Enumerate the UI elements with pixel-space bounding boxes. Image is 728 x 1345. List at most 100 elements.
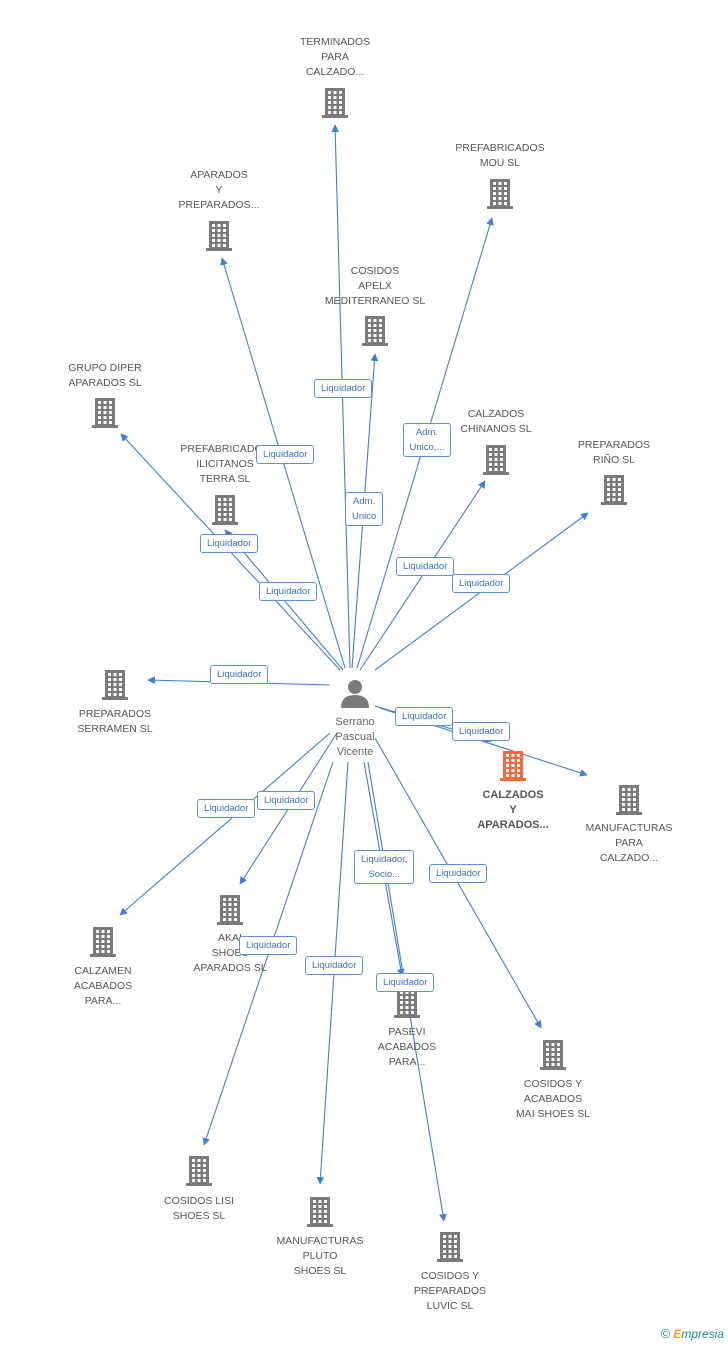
relation-label-manufacturas-pluto[interactable]: Liquidador [305,955,364,975]
building-icon-preparados-serramen[interactable] [102,670,128,700]
company-label-line: PREPARADOS... [178,199,260,211]
relation-label-manufacturas-calzado[interactable]: Liquidador [452,721,511,741]
building-icon-aparados-preparados[interactable] [206,221,232,251]
edge-cosidos-mai [374,737,542,1029]
building-icon-cosidos-lisi[interactable] [186,1156,212,1186]
relation-label-akai[interactable]: Liquidador [257,790,316,810]
company-label-line: PARA... [388,1056,426,1068]
building-icon-cosidos-apelx[interactable] [362,316,388,346]
company-label-line: ILICITANOS [196,458,254,470]
relation-label-line: Liquidador [207,537,252,549]
company-label-preparados-rino[interactable]: PREPARADOS RIÑO SL [549,438,679,468]
relation-label-pasevi[interactable]: Liquidador, Socio... [354,850,415,884]
building-icon-pasevi[interactable] [394,988,420,1018]
relation-label-cosidos-luvic[interactable]: Liquidador [376,972,435,992]
relation-label-line: Liquidador [321,382,366,394]
company-label-line: CALZADOS [482,789,544,801]
company-label-line: PREPARADOS [413,1285,487,1297]
company-label-line: RIÑO SL [592,454,635,466]
relation-label-preparados-rino[interactable]: Liquidador [452,573,511,593]
company-label-line: COSIDOS Y [420,1270,480,1282]
building-icon-terminados[interactable] [322,88,348,118]
company-label-line: PASEVI [388,1026,426,1038]
relation-label-cosidos-lisi[interactable]: Liquidador [239,935,298,955]
building-icon-manufacturas-calzado[interactable] [616,785,642,815]
person-icon[interactable] [341,680,369,708]
building-icon-akai[interactable] [217,895,243,925]
relation-label-cosidos-mai[interactable]: Liquidador [429,863,488,883]
relation-label-terminados[interactable]: Liquidador [314,378,373,398]
relation-label-line: Liquidador [217,668,262,680]
company-label-line: COSIDOS LISI [163,1195,235,1207]
person-label-line: Vicente [336,746,374,758]
building-icon-preparados-rino[interactable] [601,475,627,505]
relation-label-calzados-chinanos[interactable]: Liquidador [396,556,455,576]
building-icon-grupo-diper[interactable] [92,398,118,428]
building-icon-prefabricados-mou[interactable] [487,179,513,209]
company-label-line: ACABADOS [377,1041,437,1053]
company-label-line: Y [215,184,223,196]
company-label-line: LUVIC SL [426,1300,474,1312]
company-label-prefabricados-mou[interactable]: PREFABRICADOS MOU SL [435,141,565,171]
person-label-line: Serrano [335,716,375,728]
company-label-line: MAI SHOES SL [515,1108,591,1120]
building-icon-cosidos-mai[interactable] [540,1040,566,1070]
relation-label-line: Liquidador [459,577,504,589]
relation-label-line: Liquidador [264,794,309,806]
relation-label-prefabricados-ilicitanos[interactable]: Liquidador [200,533,259,553]
relation-label-calzados-aparados[interactable]: Liquidador [395,706,454,726]
building-icon-calzados-chinanos[interactable] [483,445,509,475]
relation-label-calzamen[interactable]: Liquidador [197,798,256,818]
relation-label-prefabricados-mou[interactable]: Adm.Unico,... [402,423,452,457]
relation-label-grupo-diper[interactable]: Liquidador [259,581,318,601]
company-label-pasevi[interactable]: PASEVI ACABADOS PARA... [342,1025,472,1070]
relation-label-line: Liquidador [263,448,308,460]
building-icon-prefabricados-ilicitanos[interactable] [212,495,238,525]
relation-label-line: Socio... [368,869,401,880]
company-label-line: PREPARADOS [577,439,651,451]
relation-label-line: Liquidador [266,585,311,597]
relation-label-line: Liquidador [312,959,357,971]
company-label-cosidos-luvic[interactable]: COSIDOS Y PREPARADOS LUVIC SL [385,1269,515,1314]
company-label-line: TERMINADOS [299,36,370,48]
company-label-line: MOU SL [479,157,521,169]
company-label-line: CALZADO... [599,852,659,864]
company-label-line: SHOES SL [293,1265,347,1277]
company-label-line: APARADOS SL [193,962,267,974]
building-icon-cosidos-luvic[interactable] [437,1232,463,1262]
relation-label-aparados-preparados[interactable]: Liquidador [256,444,315,464]
building-icon-calzamen[interactable] [90,927,116,957]
brand-initial: E [673,1327,682,1341]
relation-label-line: Liquidador [459,725,504,737]
building-icon-calzados-aparados[interactable] [500,751,526,781]
relation-label-preparados-serramen[interactable]: Liquidador [210,664,269,684]
company-label-line: PREPARADOS [78,708,152,720]
relation-label-cosidos-apelx[interactable]: Adm.Unico [345,492,384,526]
relation-label-line: Adm. [415,427,439,438]
building-icon-manufacturas-pluto[interactable] [307,1197,333,1227]
relation-label-line: Adm. [353,496,376,507]
company-label-line: CALZADO... [305,66,365,78]
company-label-line: ACABADOS [523,1093,583,1105]
company-label-line: MANUFACTURAS [585,822,673,834]
company-label-line: ACABADOS [73,980,133,992]
company-label-line: PREFABRICADOS [455,142,545,154]
relation-label-line: Liquidador, [361,854,408,865]
person-label-line: Pascual [335,731,375,743]
